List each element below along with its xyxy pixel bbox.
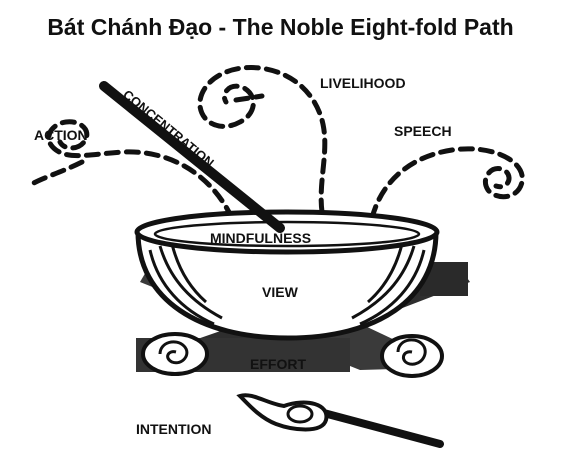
label-speech: SPEECH xyxy=(394,123,452,139)
label-action: ACTION xyxy=(34,127,88,143)
stirring-spoon xyxy=(99,81,285,233)
label-view: VIEW xyxy=(262,284,299,300)
label-intention: INTENTION xyxy=(136,421,211,437)
bowl xyxy=(134,209,440,341)
diagram-title: Bát Chánh Đạo - The Noble Eight-fold Pat… xyxy=(47,14,514,40)
flame-right xyxy=(380,334,444,378)
label-effort: EFFORT xyxy=(250,356,306,372)
steam-swirl-top xyxy=(197,65,328,215)
match xyxy=(236,393,444,448)
steam-swirl-right xyxy=(369,146,525,221)
flame-left xyxy=(141,332,209,376)
label-livelihood: LIVELIHOOD xyxy=(320,75,406,91)
steam-swirl-top-2 xyxy=(233,93,265,103)
label-mindfulness: MINDFULNESS xyxy=(210,230,311,246)
steam-swirl-left xyxy=(46,119,235,221)
steam-swirl-left-tail xyxy=(29,159,85,187)
